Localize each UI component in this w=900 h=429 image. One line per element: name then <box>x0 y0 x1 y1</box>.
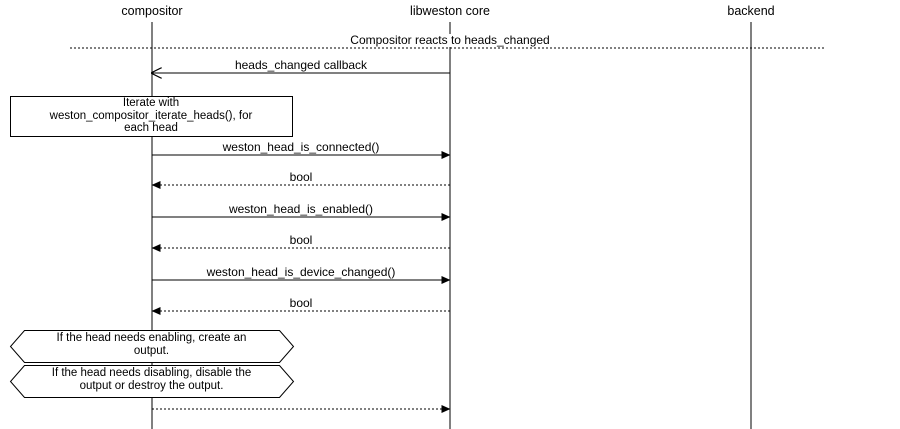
message-label-1: weston_head_is_connected() <box>222 140 380 154</box>
message-label-6: bool <box>289 296 313 310</box>
messages-group <box>152 73 451 413</box>
condition-0-line-1: output. <box>133 344 170 357</box>
message-label-3: weston_head_is_enabled() <box>228 202 374 216</box>
message-label-5: weston_head_is_device_changed() <box>206 265 396 279</box>
note-line-1: weston_compositor_iterate_heads(), for <box>49 109 253 122</box>
condition-box-0 <box>9 330 295 363</box>
condition-1-line-0: If the head needs disabling, disable the <box>51 367 252 379</box>
lifeline-header-libweston-core: libweston core <box>410 4 490 18</box>
lifeline-header-backend: backend <box>727 4 775 18</box>
message-label-2: bool <box>289 170 313 184</box>
note-line-0: Iterate with <box>122 97 180 109</box>
message-label-4: bool <box>289 233 313 247</box>
note-and-condition-shapes <box>9 96 295 398</box>
condition-text-1: If the head needs disabling, disable the… <box>24 367 279 392</box>
divider-label: Compositor reacts to heads_changed <box>348 33 552 47</box>
condition-1-line-1: output or destroy the output. <box>79 379 224 392</box>
condition-0-line-0: If the head needs enabling, create an <box>56 332 247 344</box>
note-box <box>10 96 293 137</box>
lifeline-header-compositor: compositor <box>121 4 183 18</box>
condition-box-1 <box>9 365 295 398</box>
message-label-0: heads_changed callback <box>234 58 368 72</box>
note-line-2: each head <box>124 122 178 134</box>
